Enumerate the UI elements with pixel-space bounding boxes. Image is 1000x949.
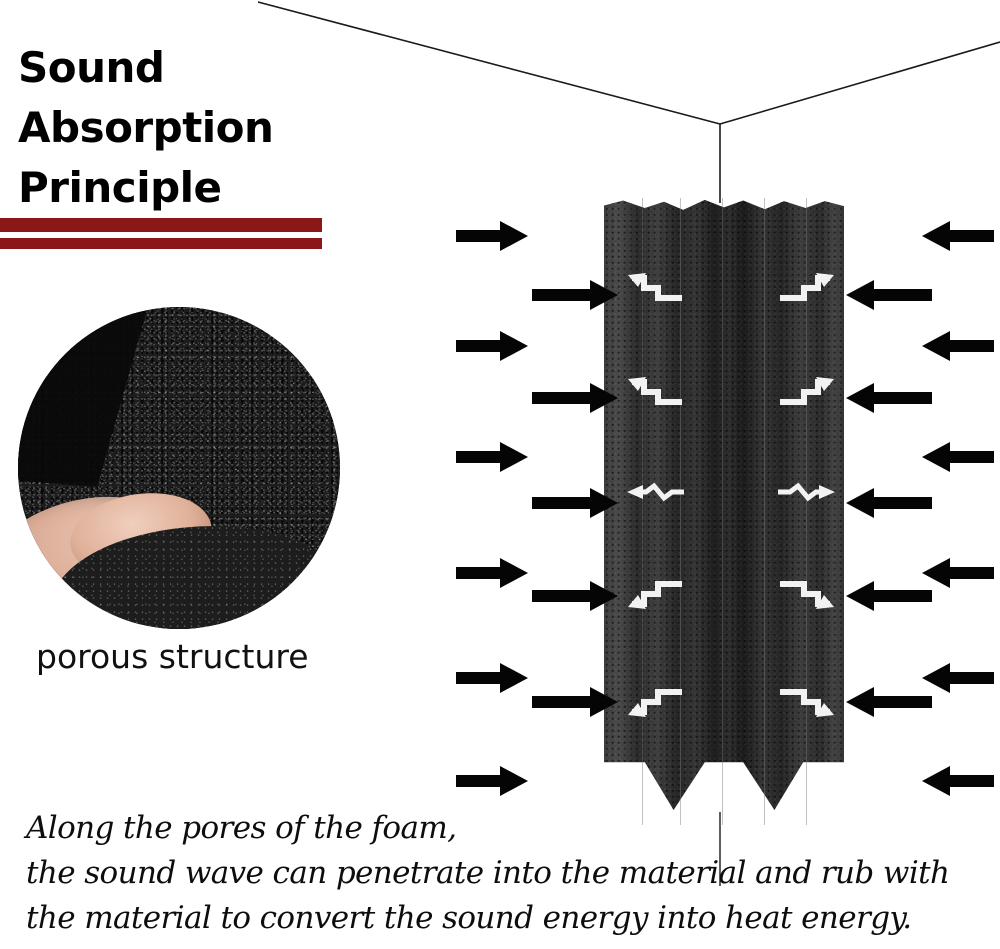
sound-wave-arrow-right-8 [846, 580, 932, 612]
sound-wave-arrow-left-10 [532, 686, 618, 718]
caption-line-2: the sound wave can penetrate into the ma… [26, 855, 950, 891]
sound-wave-arrow-right-10 [846, 686, 932, 718]
sound-wave-arrow-left-4 [532, 382, 618, 414]
inner-sound-arrow-left-3 [626, 480, 688, 504]
sound-wave-arrow-right-7 [922, 557, 994, 589]
sound-wave-arrow-left-6 [532, 487, 618, 519]
sound-wave-arrow-left-9 [456, 662, 528, 694]
sound-wave-arrow-left-11 [456, 765, 528, 797]
inner-sound-arrow-down-right-5 [774, 684, 836, 720]
foam-ridge-4 [764, 198, 765, 825]
foam-ridge-2 [680, 198, 681, 825]
sound-wave-arrow-left-7 [456, 557, 528, 589]
inner-sound-arrow-down-left-4 [626, 576, 688, 612]
sound-wave-arrow-right-6 [846, 487, 932, 519]
sound-wave-arrow-left-5 [456, 441, 528, 473]
sound-wave-arrow-left-1 [456, 220, 528, 252]
page-title: Sound Absorption Principle [18, 38, 358, 218]
title-underline-rules [0, 218, 322, 249]
caption-line-1: Along the pores of the foam, [26, 810, 457, 846]
sound-wave-arrow-right-5 [922, 441, 994, 473]
sound-wave-arrow-left-2 [532, 279, 618, 311]
title-rule-thick [0, 218, 322, 232]
foam-ridge-5 [806, 198, 807, 825]
title-rule-thin [0, 238, 322, 249]
caption-line-3: the material to convert the sound energy… [26, 900, 912, 936]
title-line-3: Principle [18, 163, 222, 212]
porous-structure-photo [18, 307, 340, 629]
sound-wave-arrow-right-4 [846, 382, 932, 414]
inner-sound-arrow-up-left-1 [626, 272, 688, 308]
porous-structure-label: porous structure [36, 637, 309, 676]
sound-wave-arrow-left-8 [532, 580, 618, 612]
sound-wave-arrow-left-3 [456, 330, 528, 362]
inner-sound-arrow-down-right-4 [774, 576, 836, 612]
sound-wave-arrow-right-9 [922, 662, 994, 694]
inner-sound-arrow-right-3 [774, 480, 836, 504]
inner-sound-arrow-up-right-1 [774, 272, 836, 308]
sound-wave-arrow-right-2 [846, 279, 932, 311]
caption-block: Along the pores of the foam, the sound w… [26, 806, 950, 941]
inner-sound-arrow-up-left-2 [626, 376, 688, 412]
inner-sound-arrow-up-right-2 [774, 376, 836, 412]
foam-ridge-3 [722, 198, 723, 825]
sound-wave-arrow-right-1 [922, 220, 994, 252]
title-line-2: Absorption [18, 103, 274, 152]
foam-ridge-1 [642, 198, 643, 825]
leader-line-right [719, 41, 1000, 125]
sound-wave-arrow-right-11 [922, 765, 994, 797]
title-line-1: Sound [18, 43, 165, 92]
inner-sound-arrow-down-left-5 [626, 684, 688, 720]
sound-wave-arrow-right-3 [922, 330, 994, 362]
